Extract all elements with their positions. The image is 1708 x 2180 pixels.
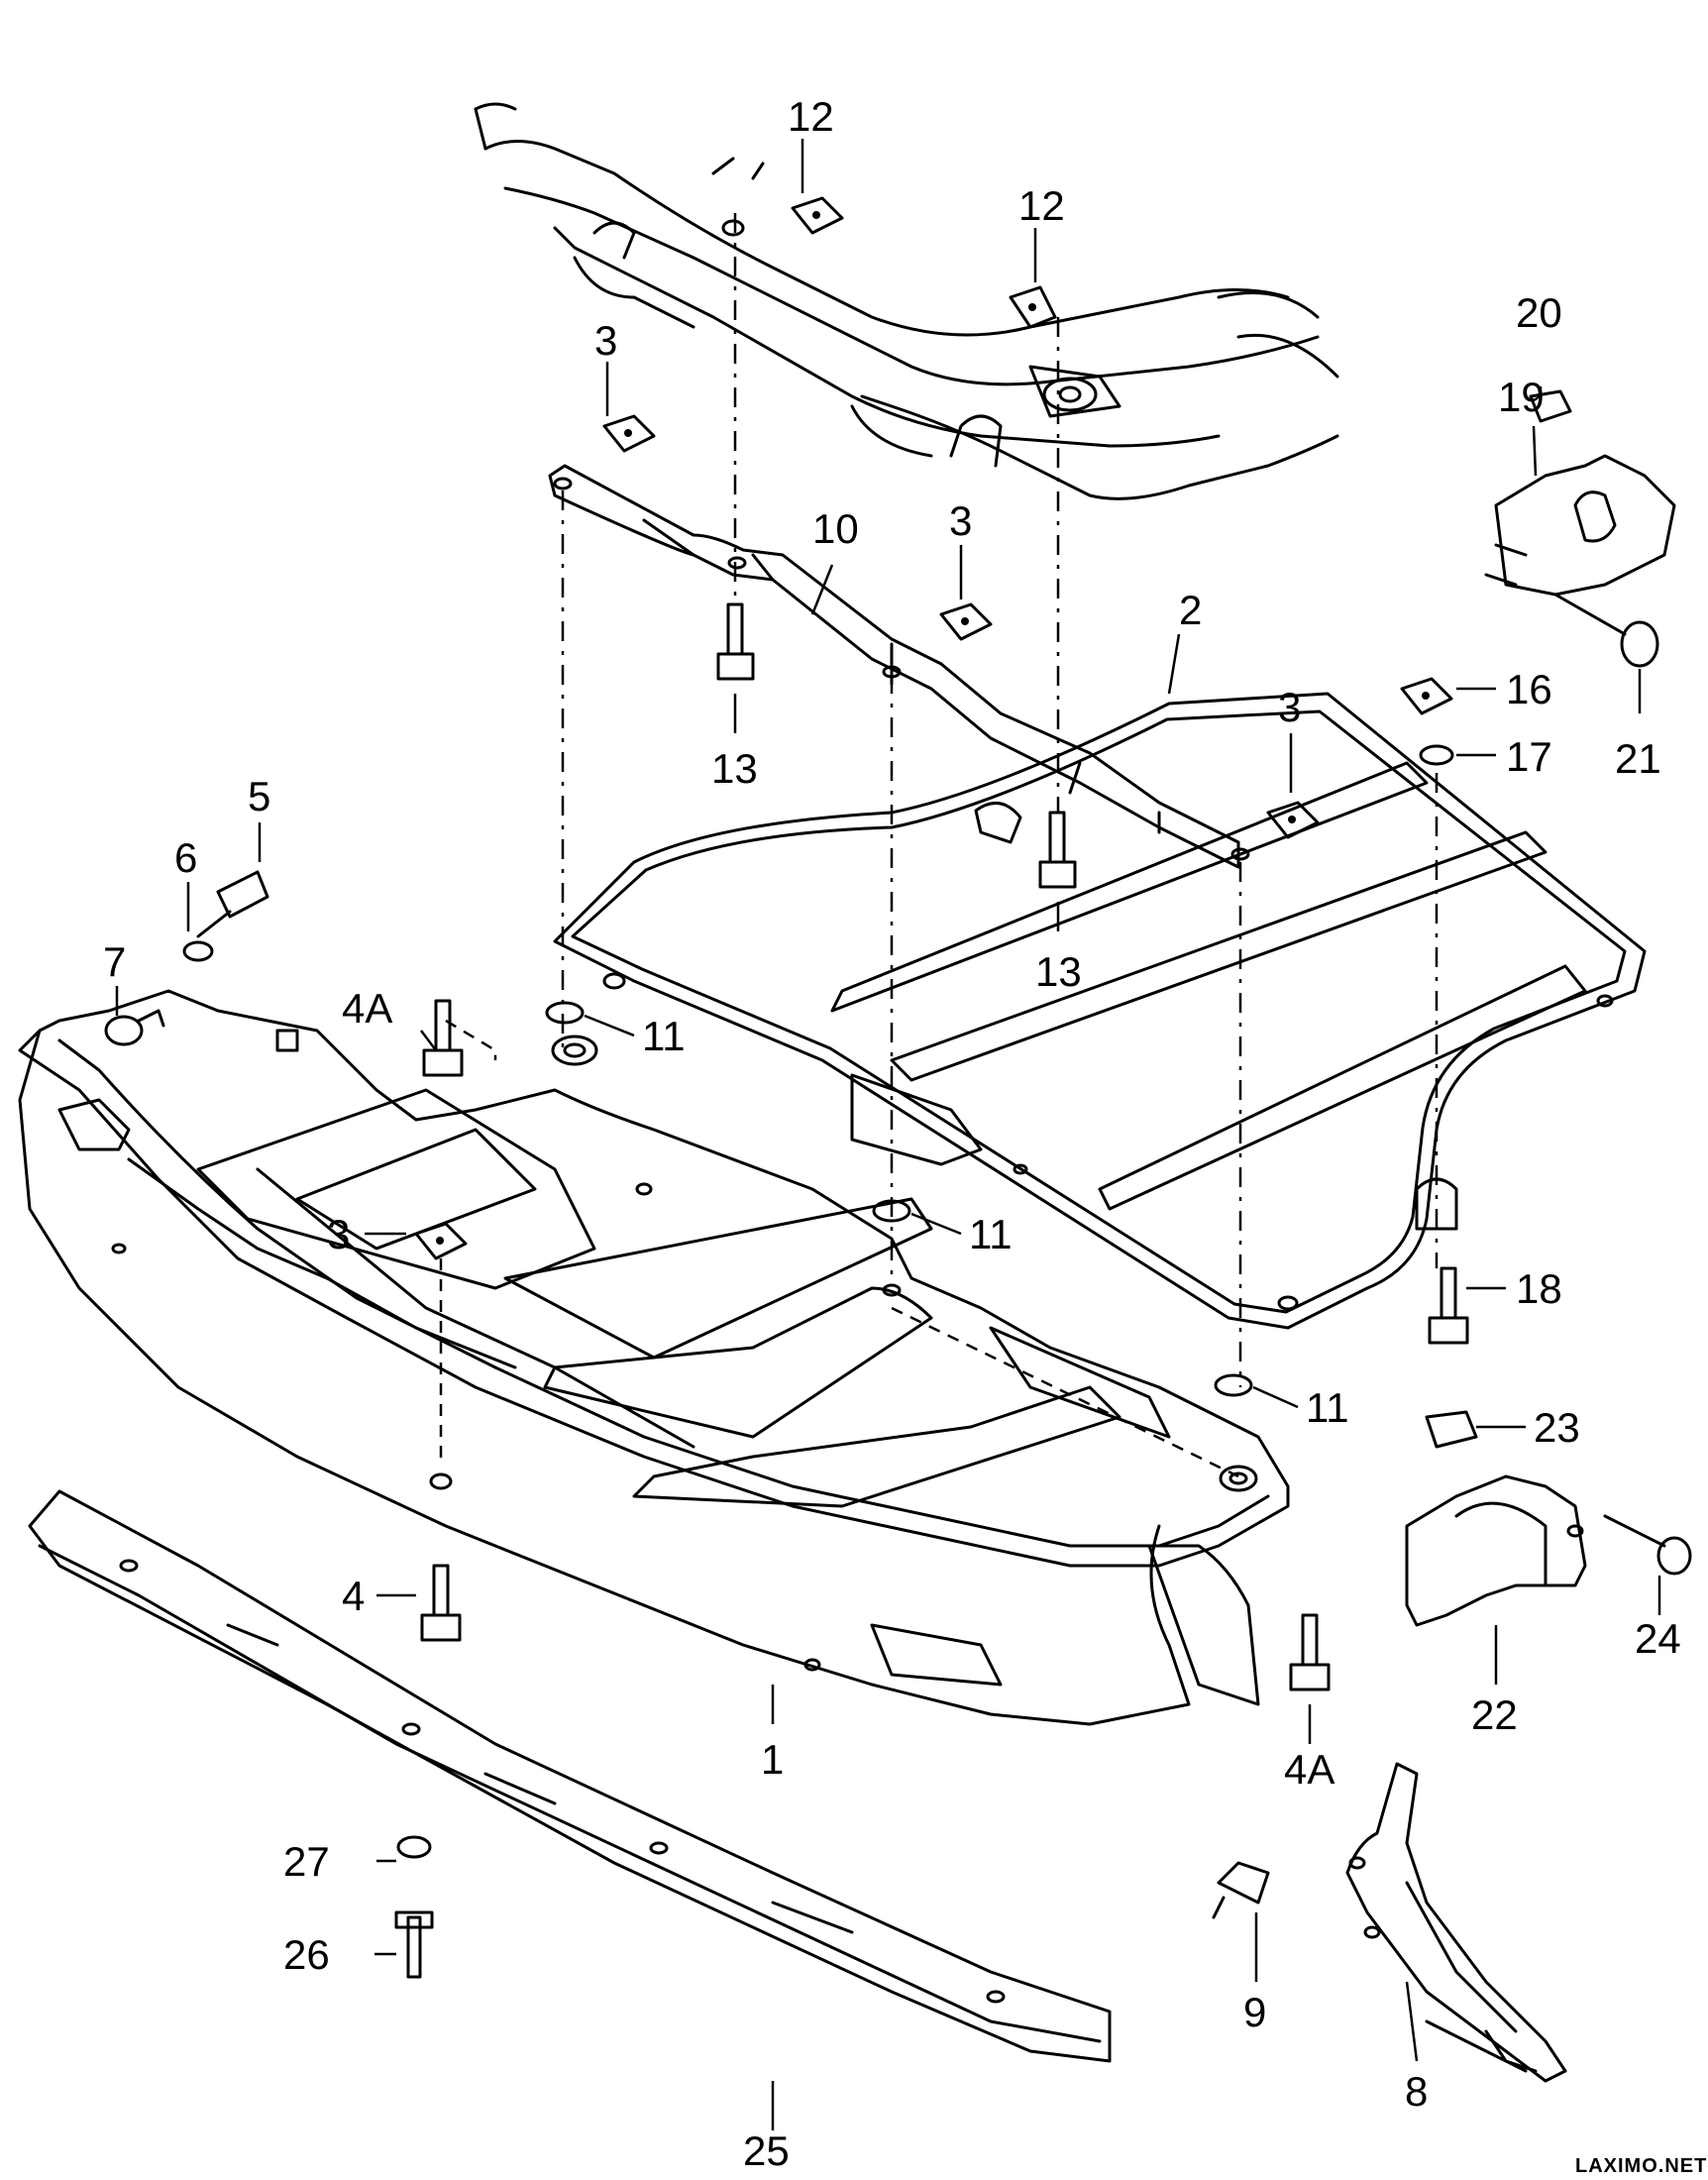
shield-part-2 [553, 692, 1647, 1330]
callout-labels: 12 12 3 10 3 2 3 13 13 20 19 16 17 21 5 … [103, 93, 1681, 2174]
bolt-24 [1603, 1514, 1692, 1576]
callout-11-left: 11 [642, 1013, 686, 1059]
clip-7 [104, 1009, 165, 1046]
washer-11a [545, 1001, 585, 1025]
clip-nut-3d [414, 1222, 468, 1260]
callout-8: 8 [1405, 2068, 1428, 2115]
bolt-13a [716, 602, 755, 681]
callout-5: 5 [248, 773, 270, 819]
callout-10: 10 [812, 505, 859, 552]
bracket-part-19 [1484, 454, 1676, 597]
shield-part-1 [18, 989, 1290, 1726]
nut-20 [1529, 389, 1572, 423]
washer-11c [1214, 1373, 1253, 1397]
bolt-5 [196, 870, 269, 938]
callout-16: 16 [1506, 666, 1552, 712]
bracket-part-8 [1345, 1762, 1567, 2083]
bolt-4a-bottom [1289, 1613, 1331, 1691]
callout-13-right: 13 [1035, 948, 1082, 995]
callout-7: 7 [103, 938, 126, 985]
bolt-13b [1038, 811, 1077, 889]
subframe [474, 102, 1339, 500]
callout-4A-top: 4A [342, 985, 392, 1032]
callout-3-top: 3 [594, 317, 617, 364]
bracket-part-22 [1405, 1474, 1587, 1627]
callout-1: 1 [761, 1736, 784, 1783]
rivet-26 [394, 1910, 434, 1979]
plug-23 [1425, 1410, 1478, 1449]
clip-nut-12b [1009, 285, 1057, 329]
bolt-18 [1428, 1266, 1469, 1345]
callout-17: 17 [1506, 733, 1552, 780]
watermark: LAXIMO.NET [1575, 2155, 1707, 2177]
callout-4A-bottom: 4A [1284, 1746, 1334, 1793]
washer-27 [396, 1835, 432, 1859]
clip-9 [1212, 1861, 1270, 1919]
callout-12-top: 12 [788, 93, 834, 140]
clip-nut-16 [1400, 677, 1453, 715]
callout-3-mid: 3 [949, 497, 972, 544]
trim-strip-part-25 [28, 1489, 1112, 2063]
callout-2: 2 [1179, 587, 1202, 633]
callout-20: 20 [1516, 289, 1562, 336]
callout-leaders [115, 139, 1661, 2130]
callout-6: 6 [174, 834, 197, 881]
callout-9: 9 [1243, 1989, 1266, 2035]
callout-13-left: 13 [711, 745, 758, 792]
clip-nut-3a [602, 414, 656, 453]
washer-6 [182, 940, 214, 962]
callout-23: 23 [1534, 1404, 1580, 1451]
bolt-4 [420, 1564, 462, 1642]
callout-11-right: 11 [1306, 1384, 1349, 1431]
screw-21 [1553, 593, 1659, 668]
clip-nut-12a [791, 196, 844, 235]
clip-nut-3c [1266, 801, 1320, 839]
callout-25: 25 [743, 2127, 790, 2174]
callout-3-left: 3 [327, 1211, 350, 1257]
washer-17 [1419, 744, 1454, 766]
callout-24: 24 [1635, 1615, 1681, 1662]
callout-3-right: 3 [1278, 684, 1301, 730]
callout-11-mid: 11 [969, 1211, 1013, 1257]
callout-26: 26 [283, 1931, 330, 1978]
callout-27: 27 [283, 1838, 330, 1885]
callout-21: 21 [1615, 735, 1661, 782]
callout-4: 4 [342, 1573, 365, 1619]
assembly-lines [439, 213, 1439, 1478]
callout-22: 22 [1471, 1691, 1518, 1738]
callout-19: 19 [1498, 374, 1545, 420]
clip-nut-3b [939, 602, 993, 641]
bolt-4a-top [422, 999, 464, 1077]
callout-18: 18 [1516, 1265, 1562, 1312]
callout-12: 12 [1018, 182, 1065, 229]
bracket-part-10 [548, 464, 1250, 869]
